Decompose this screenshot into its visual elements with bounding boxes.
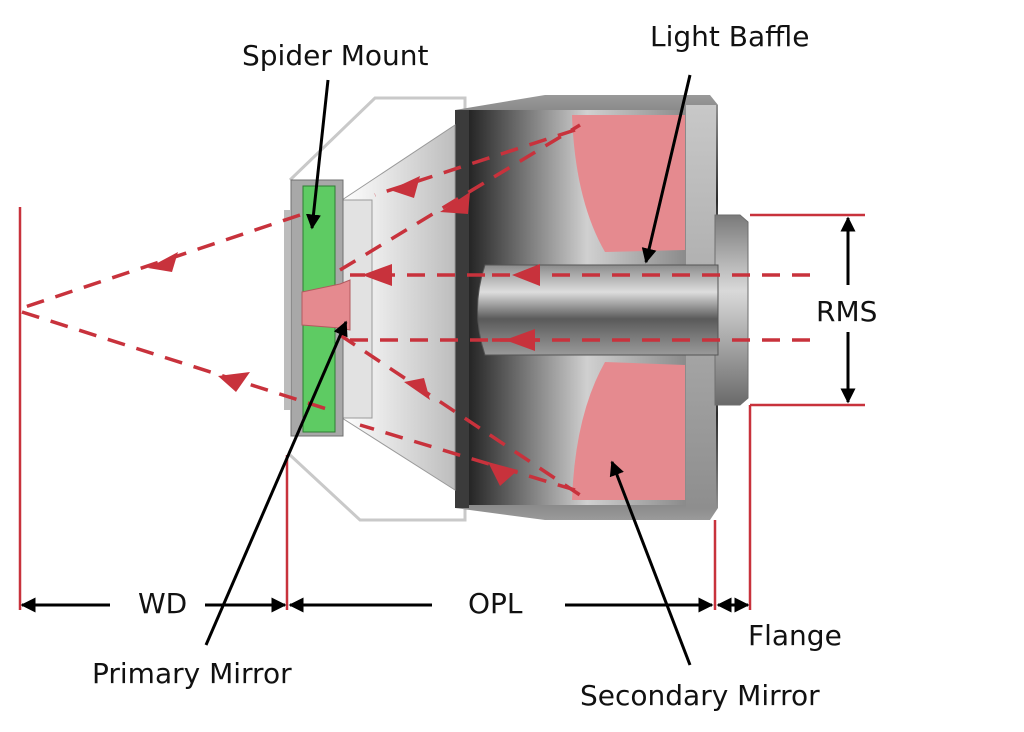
ray-arrowhead: [488, 462, 518, 486]
objective-housing: [284, 95, 749, 522]
rms-label: RMS: [816, 295, 878, 328]
light-baffle-tube: [477, 264, 719, 356]
ray-arrowhead: [148, 252, 178, 272]
rear-flange: [714, 214, 749, 406]
ray-secondary-lower-reflect: [359, 423, 576, 492]
secondary-mirror-leader: [609, 460, 692, 666]
wd-label: WD: [138, 587, 188, 620]
light-baffle-leader: [641, 74, 692, 264]
front-window-edge: [284, 210, 290, 410]
ray-arrowhead: [512, 264, 540, 286]
spider-mount-label: Spider Mount: [242, 39, 429, 72]
primary-mirror-label: Primary Mirror: [92, 657, 292, 690]
ray-arrowheads: [148, 176, 540, 486]
ray-to-focus-upper: [21, 213, 301, 310]
ray-arrowhead: [362, 264, 392, 286]
primary-mirror-leader: [204, 320, 348, 646]
ray-arrowhead: [404, 378, 430, 400]
light-baffle-label: Light Baffle: [650, 20, 810, 53]
ray-arrowhead: [218, 372, 250, 392]
dimension-lines: [18, 207, 865, 610]
ray-primary-to-secondary-lower: [339, 333, 581, 497]
secondary-mirror-label: Secondary Mirror: [580, 679, 820, 712]
flange-label: Flange: [748, 619, 842, 652]
primary-mirror: [301, 279, 351, 331]
leader-lines: [204, 74, 692, 666]
ray-secondary-upper-reflect: [374, 128, 576, 197]
ray-primary-to-secondary-upper: [339, 123, 581, 272]
dimension-arrows: [20, 216, 856, 613]
ray-from-focus-lower: [21, 310, 331, 412]
ray-arrowhead: [440, 192, 470, 214]
secondary-mirror-lower: [572, 362, 685, 500]
opl-label: OPL: [468, 587, 523, 620]
ray-arrowhead: [505, 329, 535, 351]
spider-mount-leader: [305, 79, 330, 230]
ray-arrowhead: [390, 176, 420, 198]
